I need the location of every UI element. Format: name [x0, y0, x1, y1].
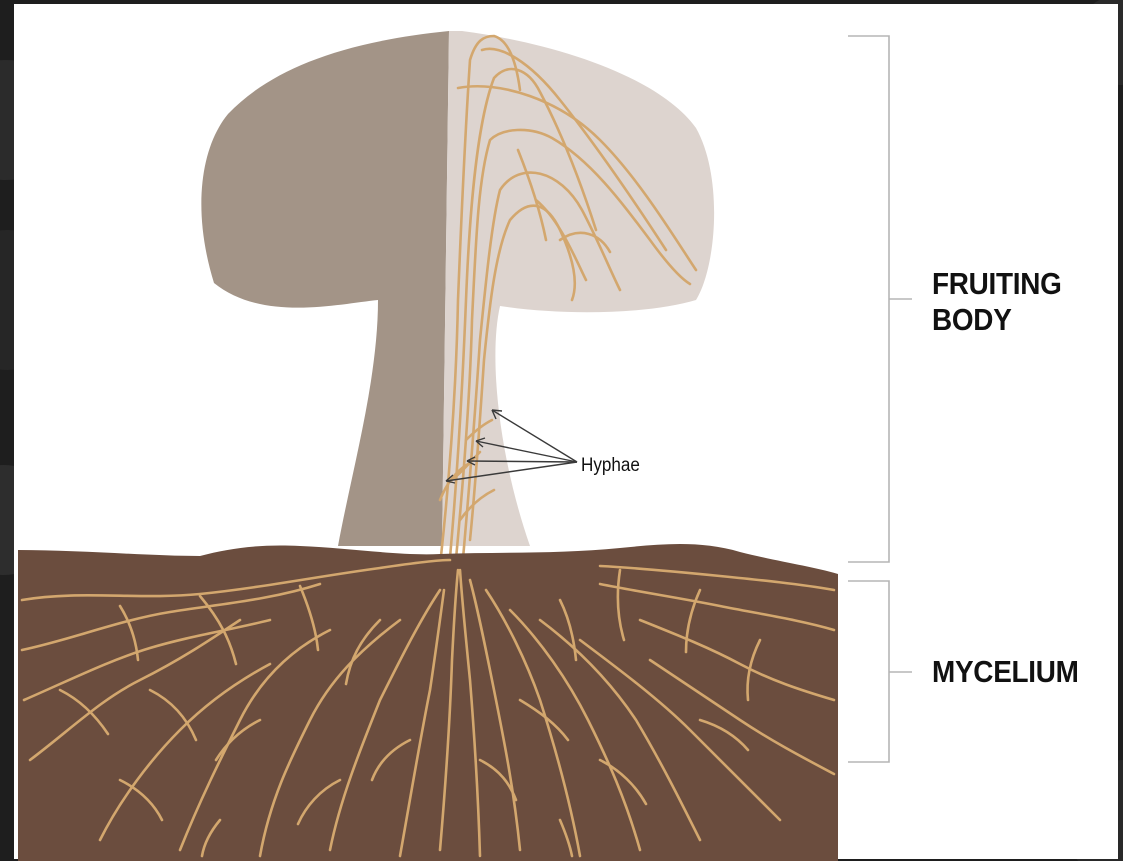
mycelium-bracket	[848, 581, 912, 762]
fruiting-body-bracket	[848, 36, 912, 562]
fruiting-body-label-line1: FRUITING	[932, 266, 1062, 301]
mycelium-label: MYCELIUM	[932, 654, 1079, 690]
fruiting-body-label: FRUITING BODY	[932, 266, 1062, 338]
hyphae-label: Hyphae	[581, 455, 640, 477]
mushroom-cap-stem-light	[442, 31, 714, 546]
mushroom-cap-stem-shadow	[201, 31, 449, 546]
fruiting-body-label-line2: BODY	[932, 302, 1012, 337]
section-brackets	[848, 36, 912, 762]
